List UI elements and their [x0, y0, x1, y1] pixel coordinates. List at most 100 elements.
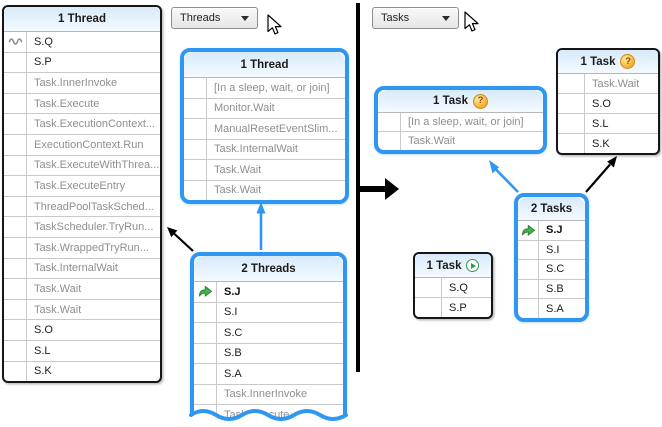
stack-frame-row[interactable]: Task.ExecuteWithThrea... — [4, 155, 160, 177]
stack-frame-row[interactable]: S.A — [194, 364, 343, 385]
stack-frame-row[interactable]: S.L — [4, 340, 160, 362]
stack-frame-row[interactable]: S.K — [4, 361, 160, 382]
highlighted-thread-box[interactable]: 1 Thread [In a sleep, wait, or join] Moni… — [180, 48, 349, 204]
stack-frame-label: S.C — [224, 326, 243, 339]
stack-frame-row[interactable]: S.O — [4, 320, 160, 341]
stack-frame-row[interactable]: Task.Wait — [184, 160, 345, 181]
stack-frame-row[interactable]: Task.ExecutionContext... — [4, 114, 160, 135]
stack-frame-row[interactable]: S.L — [558, 114, 658, 134]
highlighted-task-box[interactable]: 1 Task ? [In a sleep, wait, or join]Task… — [374, 86, 547, 154]
tasks-external-arrow-icon — [585, 156, 617, 193]
mouse-cursor-icon — [463, 11, 480, 39]
chevron-down-icon — [442, 15, 450, 21]
icon-cell-empty — [4, 52, 27, 73]
icon-cell-empty — [378, 132, 401, 150]
highlighted-thread-box-header[interactable]: 1 Thread — [184, 52, 345, 78]
icon-cell-empty — [415, 278, 442, 297]
stack-frame-row[interactable]: Task.Wait — [558, 74, 658, 94]
stack-frame-row[interactable]: S.J — [194, 282, 343, 303]
stack-frame-row[interactable]: S.P — [4, 52, 160, 74]
stack-frame-row[interactable]: S.I — [518, 240, 585, 261]
stack-frame-label: S.B — [224, 347, 242, 360]
stack-frame-row[interactable]: S.C — [194, 323, 343, 344]
current-frame-arrow-icon — [518, 221, 539, 240]
stack-frame-label: S.J — [546, 224, 563, 237]
stack-frame-label: S.P — [34, 56, 52, 69]
stack-frame-row[interactable]: S.K — [558, 134, 658, 153]
stack-frame-row[interactable]: S.O — [558, 94, 658, 114]
running-task-box-header[interactable]: 1 Task — [415, 254, 491, 278]
stack-frame-label: S.B — [546, 283, 564, 296]
two-tasks-box-header[interactable]: 2 Tasks — [518, 197, 585, 221]
icon-cell-empty — [194, 323, 217, 343]
stack-frame-row[interactable]: Task.InternalWait — [184, 139, 345, 160]
icon-cell-empty — [184, 119, 207, 139]
stack-frame-row[interactable]: Task.Wait — [4, 279, 160, 300]
icon-cell-empty — [194, 384, 217, 404]
stack-frame-list: [In a sleep, wait, or join]Task.Wait — [378, 113, 543, 150]
stack-frame-row[interactable]: S.Q — [4, 32, 160, 53]
stack-frame-row[interactable]: S.B — [194, 343, 343, 364]
waiting-task-box-header[interactable]: 1 Task ? — [558, 50, 658, 74]
icon-cell-empty — [4, 320, 27, 340]
stack-frame-row[interactable]: Task.ExecuteEntry — [4, 176, 160, 197]
stack-frame-row[interactable]: S.P — [415, 298, 491, 317]
stack-frame-row[interactable]: Task.Execute — [4, 93, 160, 115]
stack-frame-row[interactable]: S.C — [518, 260, 585, 280]
two-threads-box-header[interactable]: 2 Threads — [194, 256, 343, 282]
stack-frame-row[interactable]: ThreadPoolTaskSched... — [4, 196, 160, 218]
stack-frame-row[interactable]: ManualResetEventSlim... — [184, 119, 345, 140]
stack-frame-row[interactable]: TaskScheduler.TryRun... — [4, 217, 160, 238]
stack-frame-row[interactable]: S.A — [518, 299, 585, 318]
stack-frame-row[interactable]: [In a sleep, wait, or join] — [378, 113, 543, 132]
stack-frame-row[interactable]: [In a sleep, wait, or join] — [184, 78, 345, 99]
stack-frame-row[interactable]: S.B — [518, 279, 585, 300]
stack-frame-label: S.A — [546, 302, 564, 315]
box-header-label: 1 Task — [426, 259, 462, 272]
play-badge-icon — [466, 259, 480, 272]
stack-frame-row[interactable]: Task.Wait — [184, 180, 345, 200]
stack-frame-row[interactable]: ExecutionContext.Run — [4, 134, 160, 156]
stack-frame-row[interactable]: Monitor.Wait — [184, 98, 345, 119]
icon-cell-empty — [184, 180, 207, 200]
stack-frame-label: Task.Execute — [34, 97, 100, 110]
icon-cell-empty — [184, 160, 207, 180]
stack-frame-label: ExecutionContext.Run — [34, 138, 144, 151]
stack-frame-row[interactable]: Task.InternalWait — [4, 258, 160, 280]
icon-cell-empty — [194, 364, 217, 384]
stack-frame-label: Task.Wait — [592, 77, 640, 90]
stack-frame-label: S.L — [34, 344, 51, 357]
stack-frame-label: Task.ExecutionContext... — [34, 118, 156, 131]
stack-frame-row[interactable]: Task.WrappedTryRun... — [4, 237, 160, 259]
icon-cell-empty — [518, 240, 539, 260]
stack-frame-row[interactable]: Task.InnerInvoke — [4, 73, 160, 94]
highlighted-task-box-header[interactable]: 1 Task ? — [378, 90, 543, 113]
play-triangle-icon — [470, 262, 476, 269]
thread-stack-panel-header[interactable]: 1 Thread — [4, 7, 160, 32]
stack-frame-row[interactable]: Task.InnerInvoke — [194, 384, 343, 405]
stack-frame-row[interactable]: S.Q — [415, 278, 491, 298]
view-selector-threads[interactable]: Threads — [171, 7, 258, 29]
stack-frame-label: ManualResetEventSlim... — [214, 122, 338, 135]
stack-frame-label: Task.ExecuteWithThrea... — [34, 159, 160, 172]
stack-frame-label: [In a sleep, wait, or join] — [214, 81, 330, 94]
stack-frame-row[interactable]: S.I — [194, 302, 343, 323]
view-selector-tasks[interactable]: Tasks — [372, 7, 459, 29]
stack-frame-row[interactable]: Task.Wait — [378, 132, 543, 150]
stack-frame-label: S.J — [224, 285, 241, 298]
icon-cell-empty — [558, 74, 585, 93]
stack-frame-row[interactable]: Task.Execute — [194, 405, 343, 425]
icon-cell-empty — [518, 260, 539, 279]
mouse-cursor-icon — [266, 14, 283, 42]
question-badge-icon: ? — [620, 54, 636, 69]
stack-frame-row[interactable]: Task.Wait — [4, 299, 160, 321]
stack-frame-row[interactable]: S.J — [518, 221, 585, 241]
